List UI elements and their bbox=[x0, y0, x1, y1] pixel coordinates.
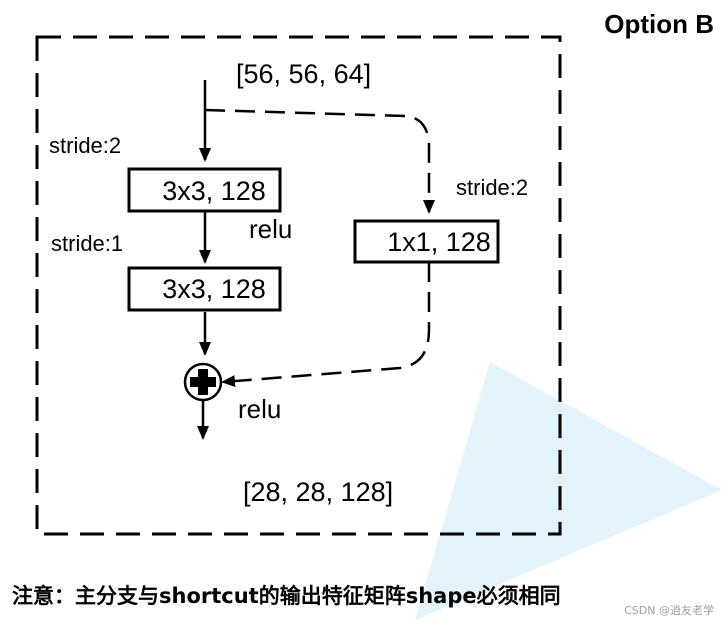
relu-2-label: relu bbox=[238, 394, 281, 424]
footnote-part-a: 注意：主分支与 bbox=[12, 584, 159, 608]
relu-1-label: relu bbox=[249, 214, 292, 244]
option-title: Option B bbox=[604, 9, 714, 39]
output-shape-label: [28, 28, 128] bbox=[243, 477, 393, 507]
decorative-triangle bbox=[415, 362, 722, 620]
footnote-part-b: shortcut bbox=[159, 584, 259, 608]
footnote-part-d: shape bbox=[406, 584, 477, 608]
shortcut-dashed-arrow-out bbox=[221, 262, 431, 388]
main-stride-2-label: stride:1 bbox=[51, 231, 123, 256]
conv1-label: 3x3, 128 bbox=[162, 176, 266, 206]
shortcut-stride-label: stride:2 bbox=[456, 175, 528, 200]
option-frame bbox=[35, 35, 562, 536]
add-icon bbox=[183, 362, 223, 402]
main-stride-1-label: stride:2 bbox=[49, 133, 121, 158]
conv2-label: 3x3, 128 bbox=[162, 274, 266, 304]
footnote-part-c: 的输出特征矩阵 bbox=[259, 584, 406, 608]
footnote: 注意：主分支与shortcut的输出特征矩阵shape必须相同 bbox=[12, 584, 561, 608]
conv2-box bbox=[127, 266, 282, 312]
footnote-part-e: 必须相同 bbox=[477, 584, 561, 608]
shortcut-conv-label: 1x1, 128 bbox=[387, 227, 491, 257]
conv1-box bbox=[127, 167, 282, 213]
shortcut-dashed-arrow-in bbox=[204, 108, 435, 214]
watermark: CSDN @逍友老学 bbox=[624, 603, 714, 617]
input-shape-label: [56, 56, 64] bbox=[236, 59, 371, 89]
shortcut-conv-box bbox=[353, 219, 500, 264]
